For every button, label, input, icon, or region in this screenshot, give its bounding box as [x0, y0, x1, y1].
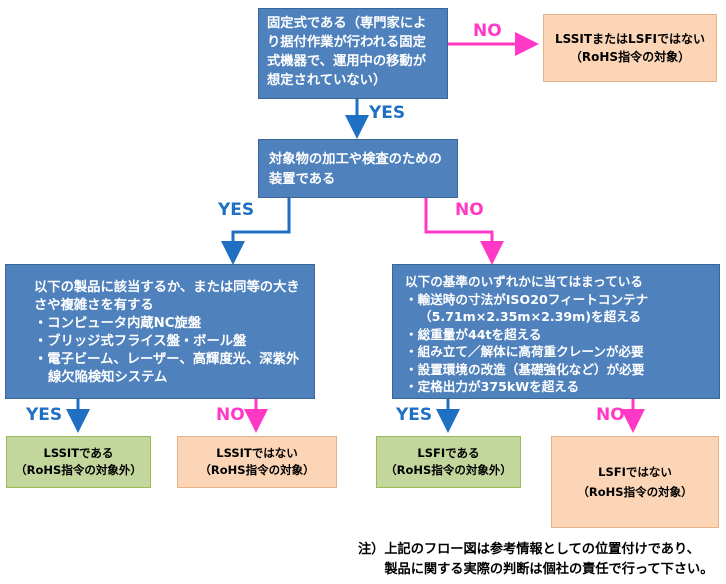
label-left-no: NO	[216, 405, 245, 425]
decision-fixed-installation: 固定式である（専門家により据付作業が行われる固定式機器で、運用中の移動が想定され…	[258, 8, 448, 99]
decision-lsfi-item: ・設置環境の改造（基礎強化など）が必要	[405, 361, 645, 377]
label-q2-yes: YES	[218, 200, 255, 220]
result-lssit-no-sub: （RoHS指令の対象）	[199, 463, 315, 477]
decision-processing-inspection-text: 対象物の加工や検査のための装置である	[269, 152, 442, 187]
result-lsfi-yes: LSFIである （RoHS指令の対象外）	[376, 436, 521, 488]
decision-lssit-item: ・ブリッジ式フライス盤・ボール盤	[34, 334, 247, 349]
label-q2-no: NO	[455, 200, 484, 220]
result-lsfi-yes-sub: （RoHS指令の対象外）	[385, 463, 512, 477]
result-not-lssit-or-lsfi-sub: （RoHS指令の対象）	[569, 50, 691, 64]
result-lssit-no-title: LSSITではない	[216, 446, 298, 460]
arrow-q2-no	[424, 198, 504, 265]
result-not-lssit-or-lsfi-title: LSSITまたはLSFIではない	[555, 32, 705, 46]
decision-processing-inspection: 対象物の加工や検査のための装置である	[258, 139, 458, 198]
label-q1-yes: YES	[369, 103, 406, 123]
result-lssit-no: LSSITではない （RoHS指令の対象）	[177, 436, 337, 488]
result-not-lssit-or-lsfi: LSSITまたはLSFIではない （RoHS指令の対象）	[543, 14, 717, 82]
decision-fixed-installation-text: 固定式である（専門家により据付作業が行われる固定式機器で、運用中の移動が想定され…	[267, 16, 427, 88]
label-q1-no: NO	[473, 21, 502, 41]
result-lssit-yes: LSSITである （RoHS指令の対象外）	[6, 436, 151, 488]
result-lsfi-no-title: LSFIではない	[598, 465, 672, 479]
decision-lsfi-item: ・定格出力が375kWを超える	[405, 379, 580, 394]
result-lssit-yes-sub: （RoHS指令の対象外）	[15, 463, 142, 477]
decision-lssit-products: 以下の製品に該当するか、または同等の大きさや複雑さを有する ・コンピュータ内蔵N…	[5, 264, 315, 399]
disclaimer-note: 注）上記のフロー図は参考情報としての位置付けであり、 製品に関する実際の判断は個…	[358, 542, 714, 577]
result-lssit-yes-title: LSSITである	[43, 446, 114, 460]
decision-lssit-intro: 以下の製品に該当するか、または同等の大きさや複雑さを有する	[34, 280, 300, 313]
decision-lsfi-criteria: 以下の基準のいずれかに当てはまっている ・輸送時の寸法がISO20フィートコンテ…	[392, 264, 720, 399]
decision-lssit-item: ・コンピュータ内蔵NC旋盤	[34, 316, 202, 331]
decision-lsfi-item: ・総重量が44tを超える	[405, 326, 542, 342]
result-lsfi-no-sub: （RoHS指令の対象）	[577, 485, 693, 499]
result-lsfi-no: LSFIではない （RoHS指令の対象）	[551, 436, 719, 528]
arrow-q2-yes	[221, 198, 291, 265]
decision-lsfi-intro: 以下の基準のいずれかに当てはまっている	[405, 274, 643, 289]
decision-lssit-item: ・電子ビーム、レーザー、高輝度光、深紫外線欠陥検知システム	[34, 352, 300, 385]
decision-lsfi-item: ・組み立て／解体に高荷重クレーンが必要	[405, 344, 644, 359]
label-right-no: NO	[596, 405, 625, 425]
result-lsfi-yes-title: LSFIである	[417, 446, 480, 460]
label-right-yes: YES	[396, 405, 433, 425]
label-left-yes: YES	[26, 405, 63, 425]
decision-lsfi-item: ・輸送時の寸法がISO20フィートコンテナ（5.71m×2.35m×2.39m)…	[405, 291, 649, 325]
